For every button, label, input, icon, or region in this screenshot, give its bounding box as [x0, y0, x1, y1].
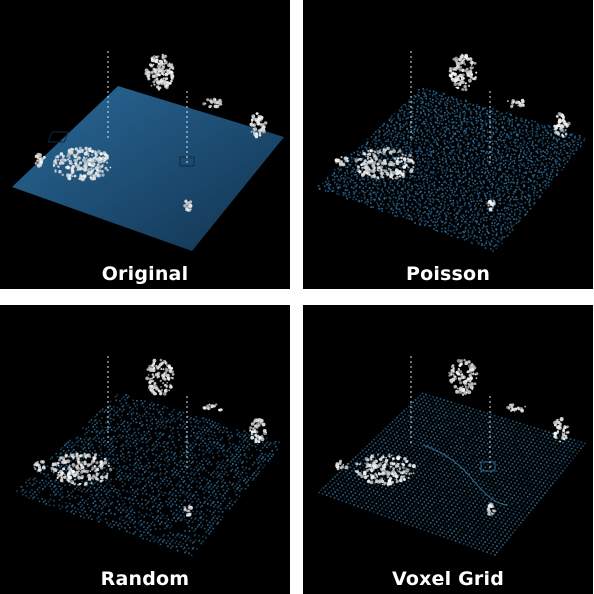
point-cloud-poisson — [317, 51, 586, 252]
caption-random: Random — [100, 568, 190, 590]
panel-voxel-grid: Voxel Grid — [303, 305, 593, 594]
point-cloud-random — [16, 356, 280, 557]
panel-poisson: Poisson — [303, 0, 593, 289]
panel-random: Random — [0, 305, 290, 594]
caption-poisson: Poisson — [405, 263, 491, 285]
point-cloud-original — [12, 51, 284, 251]
point-cloud-voxel-grid — [318, 356, 586, 556]
caption-original: Original — [101, 263, 189, 285]
caption-voxel-grid: Voxel Grid — [391, 568, 505, 590]
panel-original: Original — [0, 0, 290, 289]
